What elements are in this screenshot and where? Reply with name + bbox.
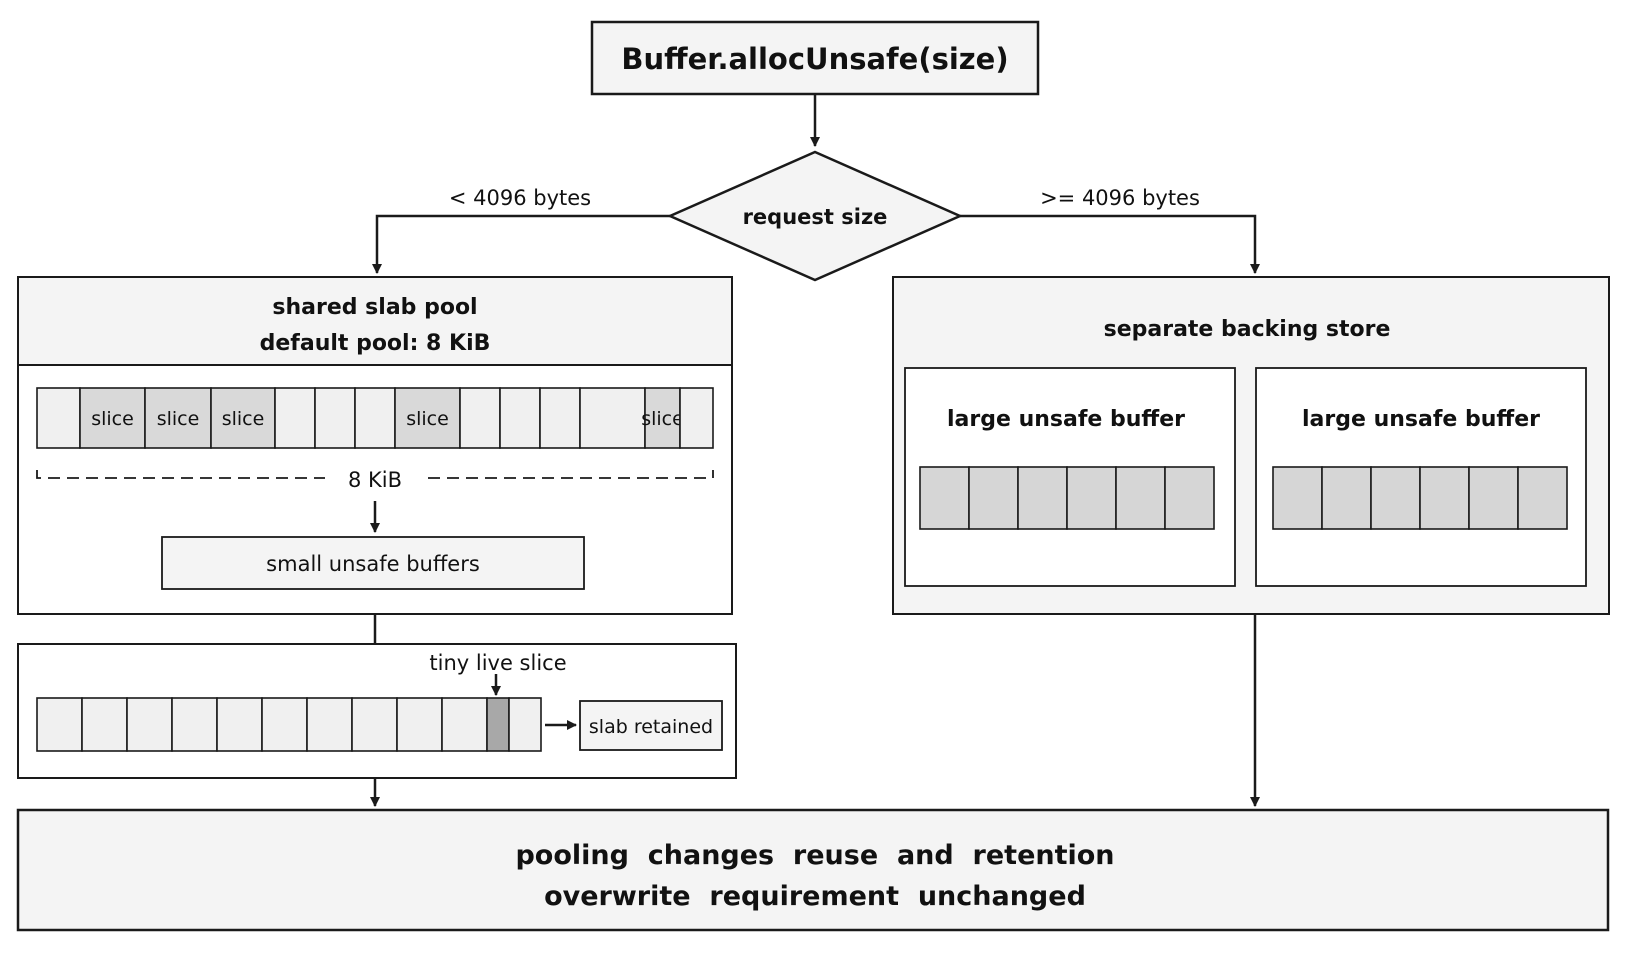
slab-retained-box — [579, 700, 723, 751]
summary-node: pooling changes reuse and retention over… — [16, 808, 1610, 932]
small-buffers-box — [161, 536, 585, 590]
pool-size-label: 8 KiB — [348, 468, 402, 492]
pool-cell — [394, 387, 461, 449]
title-box — [590, 20, 1040, 96]
decision-label: request size — [743, 205, 888, 229]
pool-cell — [314, 387, 356, 449]
retention-cell — [441, 697, 488, 752]
pool-cell — [274, 387, 316, 449]
retention-cell — [306, 697, 353, 752]
title-node: Buffer.allocUnsafe(size) — [590, 20, 1040, 96]
large-buffer-cell — [1419, 466, 1470, 530]
pool-size-label-bg — [325, 464, 425, 492]
large-buffer-cell — [1517, 466, 1568, 530]
small-branch-label: < 4096 bytes — [449, 186, 591, 210]
pool-cell-label: slice — [406, 408, 449, 430]
pool-cell — [459, 387, 501, 449]
retention-cell — [171, 697, 218, 752]
pool-cell — [499, 387, 541, 449]
large-buffer-cell — [1321, 466, 1372, 530]
large-buffer-cell — [1468, 466, 1519, 530]
large-buffer-cell — [1272, 466, 1323, 530]
retention-cell — [36, 697, 83, 752]
large-buffer-cell — [1017, 466, 1068, 530]
large-buffer-cell — [1370, 466, 1421, 530]
title-text: Buffer.allocUnsafe(size) — [621, 42, 1008, 76]
summary-line2: overwrite requirement unchanged — [544, 881, 1086, 912]
retention-cell — [81, 697, 128, 752]
pool-cell — [644, 387, 681, 449]
pool-title-line1: shared slab pool — [272, 295, 477, 320]
large-buffer-2-label: large unsafe buffer — [1302, 407, 1540, 432]
pool-cell-label: slice — [91, 408, 134, 430]
backing-title: separate backing store — [1104, 317, 1391, 342]
pool-cell — [354, 387, 396, 449]
summary-line1: pooling changes reuse and retention — [515, 840, 1114, 871]
retention-panel: tiny live slice slab retained — [17, 643, 737, 779]
pool-panel: shared slab pool default pool: 8 KiB sli… — [17, 276, 733, 615]
retention-cell — [508, 697, 542, 752]
pool-cell — [579, 387, 646, 449]
pool-slab-cells: slice slice slice slice slice — [36, 387, 714, 449]
large-buffer-cell — [1164, 466, 1215, 530]
pool-cell — [679, 387, 714, 449]
retention-cell — [216, 697, 263, 752]
pool-title-line2: default pool: 8 KiB — [260, 331, 491, 356]
retention-slab-cells — [36, 697, 542, 752]
pool-header — [17, 276, 733, 366]
retention-cell — [126, 697, 173, 752]
pool-cell — [36, 387, 81, 449]
decision-node: request size — [666, 150, 964, 282]
large-buffer-cell — [919, 466, 970, 530]
pool-cell — [539, 387, 581, 449]
tiny-slice-label: tiny live slice — [429, 651, 566, 675]
large-branch-label: >= 4096 bytes — [1040, 186, 1200, 210]
pool-cell-label: slice — [641, 408, 684, 430]
arrow-small-branch — [372, 214, 670, 274]
retention-cell — [351, 697, 398, 752]
pool-cell-label: slice — [157, 408, 200, 430]
live-slice-cell — [486, 697, 510, 752]
retention-cell — [261, 697, 308, 752]
large-buffer-2-cells — [1272, 466, 1568, 530]
decision-diamond — [666, 150, 964, 282]
large-buffer-cell — [968, 466, 1019, 530]
large-buffer-1-label: large unsafe buffer — [947, 407, 1185, 432]
slab-retained-label: slab retained — [589, 716, 713, 738]
summary-box — [16, 808, 1610, 932]
large-buffer-1-cells — [919, 466, 1215, 530]
large-buffer-cell — [1066, 466, 1117, 530]
small-buffers-label: small unsafe buffers — [266, 552, 480, 576]
retention-cell — [396, 697, 443, 752]
large-buffer-cell — [1115, 466, 1166, 530]
arrow-large-branch — [960, 214, 1260, 274]
backing-panel: separate backing store large unsafe buff… — [892, 276, 1610, 615]
pool-cell-label: slice — [222, 408, 265, 430]
